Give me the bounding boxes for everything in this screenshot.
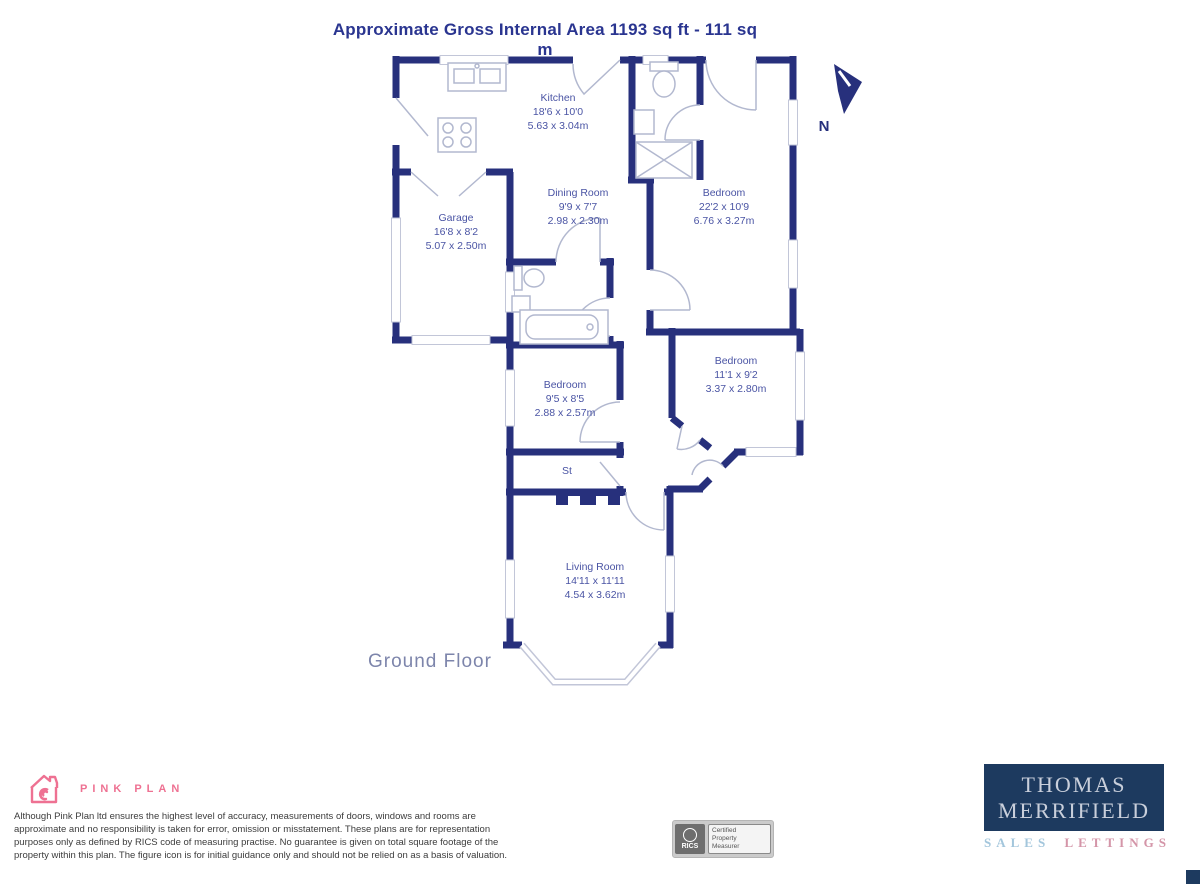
svg-text:11'1 x 9'2: 11'1 x 9'2 <box>714 369 758 381</box>
agent-name-line1: THOMAS <box>1021 771 1127 797</box>
svg-text:9'9 x 7'7: 9'9 x 7'7 <box>559 201 598 213</box>
door-swings <box>395 59 757 531</box>
door-openings <box>391 55 756 497</box>
svg-text:16'8 x 8'2: 16'8 x 8'2 <box>434 226 478 238</box>
pink-plan-brand: PINK PLAN <box>80 783 185 795</box>
disclaimer-line: approximate and no responsibility is tak… <box>14 824 491 835</box>
kitchen-sink <box>447 62 507 92</box>
disclaimer-line: purposes only as defined by RICS code of… <box>14 837 499 848</box>
svg-text:Dining Room: Dining Room <box>548 187 609 199</box>
room-label-garage: Garage 16'8 x 8'2 5.07 x 2.50m <box>426 212 487 252</box>
svg-text:Kitchen: Kitchen <box>540 92 575 104</box>
room-label-dining: Dining Room 9'9 x 7'7 2.98 x 2.30m <box>548 187 609 227</box>
bay-window <box>519 642 661 686</box>
room-label-bedroom1: Bedroom 22'2 x 10'9 6.76 x 3.27m <box>694 187 755 227</box>
bathtub <box>519 309 609 345</box>
room-label-kitchen: Kitchen 18'6 x 10'0 5.63 x 3.04m <box>528 92 589 132</box>
rics-logo-icon: RICS <box>675 824 705 854</box>
windows <box>391 55 805 619</box>
svg-text:Living Room: Living Room <box>566 561 625 573</box>
floorplan-drawing: Kitchen 18'6 x 10'0 5.63 x 3.04m Dining … <box>391 55 862 686</box>
chimney-alcove <box>596 496 608 505</box>
chimney-breast <box>556 489 620 505</box>
room-label-living: Living Room 14'11 x 11'11 4.54 x 3.62m <box>565 561 626 601</box>
north-arrow-icon: N <box>819 64 862 135</box>
kitchen-hob <box>437 117 477 153</box>
svg-text:5.63 x 3.04m: 5.63 x 3.04m <box>528 120 589 132</box>
rics-cert-line: Property <box>712 835 737 842</box>
corner-decoration <box>1186 870 1200 884</box>
disclaimer-line: Although Pink Plan ltd ensures the highe… <box>14 811 476 822</box>
agent-services-lettings: LETTINGS <box>1064 835 1171 850</box>
svg-text:14'11 x 11'11: 14'11 x 11'11 <box>565 575 625 587</box>
agent-logo: THOMAS MERRIFIELD SALES LETTINGS <box>984 764 1166 851</box>
svg-text:N: N <box>819 118 830 135</box>
disclaimer-line: property within this plan. The figure ic… <box>14 850 508 861</box>
svg-text:Garage: Garage <box>438 212 473 224</box>
pink-house-icon <box>30 774 59 804</box>
agent-services-sales: SALES <box>984 835 1051 850</box>
disclaimer-text: Although Pink Plan ltd ensures the highe… <box>14 810 664 862</box>
agent-name-box: THOMAS MERRIFIELD <box>984 764 1164 831</box>
pink-plan-logo: PINK PLAN <box>26 772 184 806</box>
floor-label: Ground Floor <box>368 651 492 672</box>
rics-certification-label: Certified Property Measurer <box>708 824 771 854</box>
svg-text:9'5 x 8'5: 9'5 x 8'5 <box>546 393 585 405</box>
svg-text:6.76 x 3.27m: 6.76 x 3.27m <box>694 215 755 227</box>
chimney-alcove <box>568 496 580 505</box>
room-labels: Kitchen 18'6 x 10'0 5.63 x 3.04m Dining … <box>426 92 767 601</box>
page-title: Approximate Gross Internal Area 1193 sq … <box>332 20 758 59</box>
svg-text:Bedroom: Bedroom <box>715 355 758 367</box>
agent-name-line2: MERRIFIELD <box>998 797 1150 823</box>
room-label-bedroom3: Bedroom 9'5 x 8'5 2.88 x 2.57m <box>535 379 596 419</box>
wc-toilet <box>649 61 679 98</box>
wc-basin <box>633 109 655 135</box>
bathroom-toilet <box>513 265 545 291</box>
agent-services: SALES LETTINGS <box>984 835 1166 851</box>
rics-badge: RICS Certified Property Measurer <box>672 820 774 858</box>
rics-org: RICS <box>681 843 699 850</box>
svg-text:4.54 x 3.62m: 4.54 x 3.62m <box>565 589 626 601</box>
svg-text:5.07 x 2.50m: 5.07 x 2.50m <box>426 240 487 252</box>
svg-text:22'2 x 10'9: 22'2 x 10'9 <box>699 201 749 213</box>
svg-text:18'6 x 10'0: 18'6 x 10'0 <box>533 106 583 118</box>
svg-text:Bedroom: Bedroom <box>544 379 587 391</box>
wc-shower <box>635 141 693 179</box>
rics-globe-icon <box>683 828 697 842</box>
fixtures <box>437 61 693 345</box>
svg-text:2.98 x 2.30m: 2.98 x 2.30m <box>548 215 609 227</box>
room-label-bedroom2: Bedroom 11'1 x 9'2 3.37 x 2.80m <box>706 355 767 395</box>
rics-cert-line: Measurer <box>712 843 740 850</box>
svg-text:Bedroom: Bedroom <box>703 187 746 199</box>
room-label-store: St <box>562 465 572 477</box>
svg-text:2.88 x 2.57m: 2.88 x 2.57m <box>535 407 596 419</box>
rics-cert-line: Certified <box>712 827 737 834</box>
svg-text:3.37 x 2.80m: 3.37 x 2.80m <box>706 383 767 395</box>
